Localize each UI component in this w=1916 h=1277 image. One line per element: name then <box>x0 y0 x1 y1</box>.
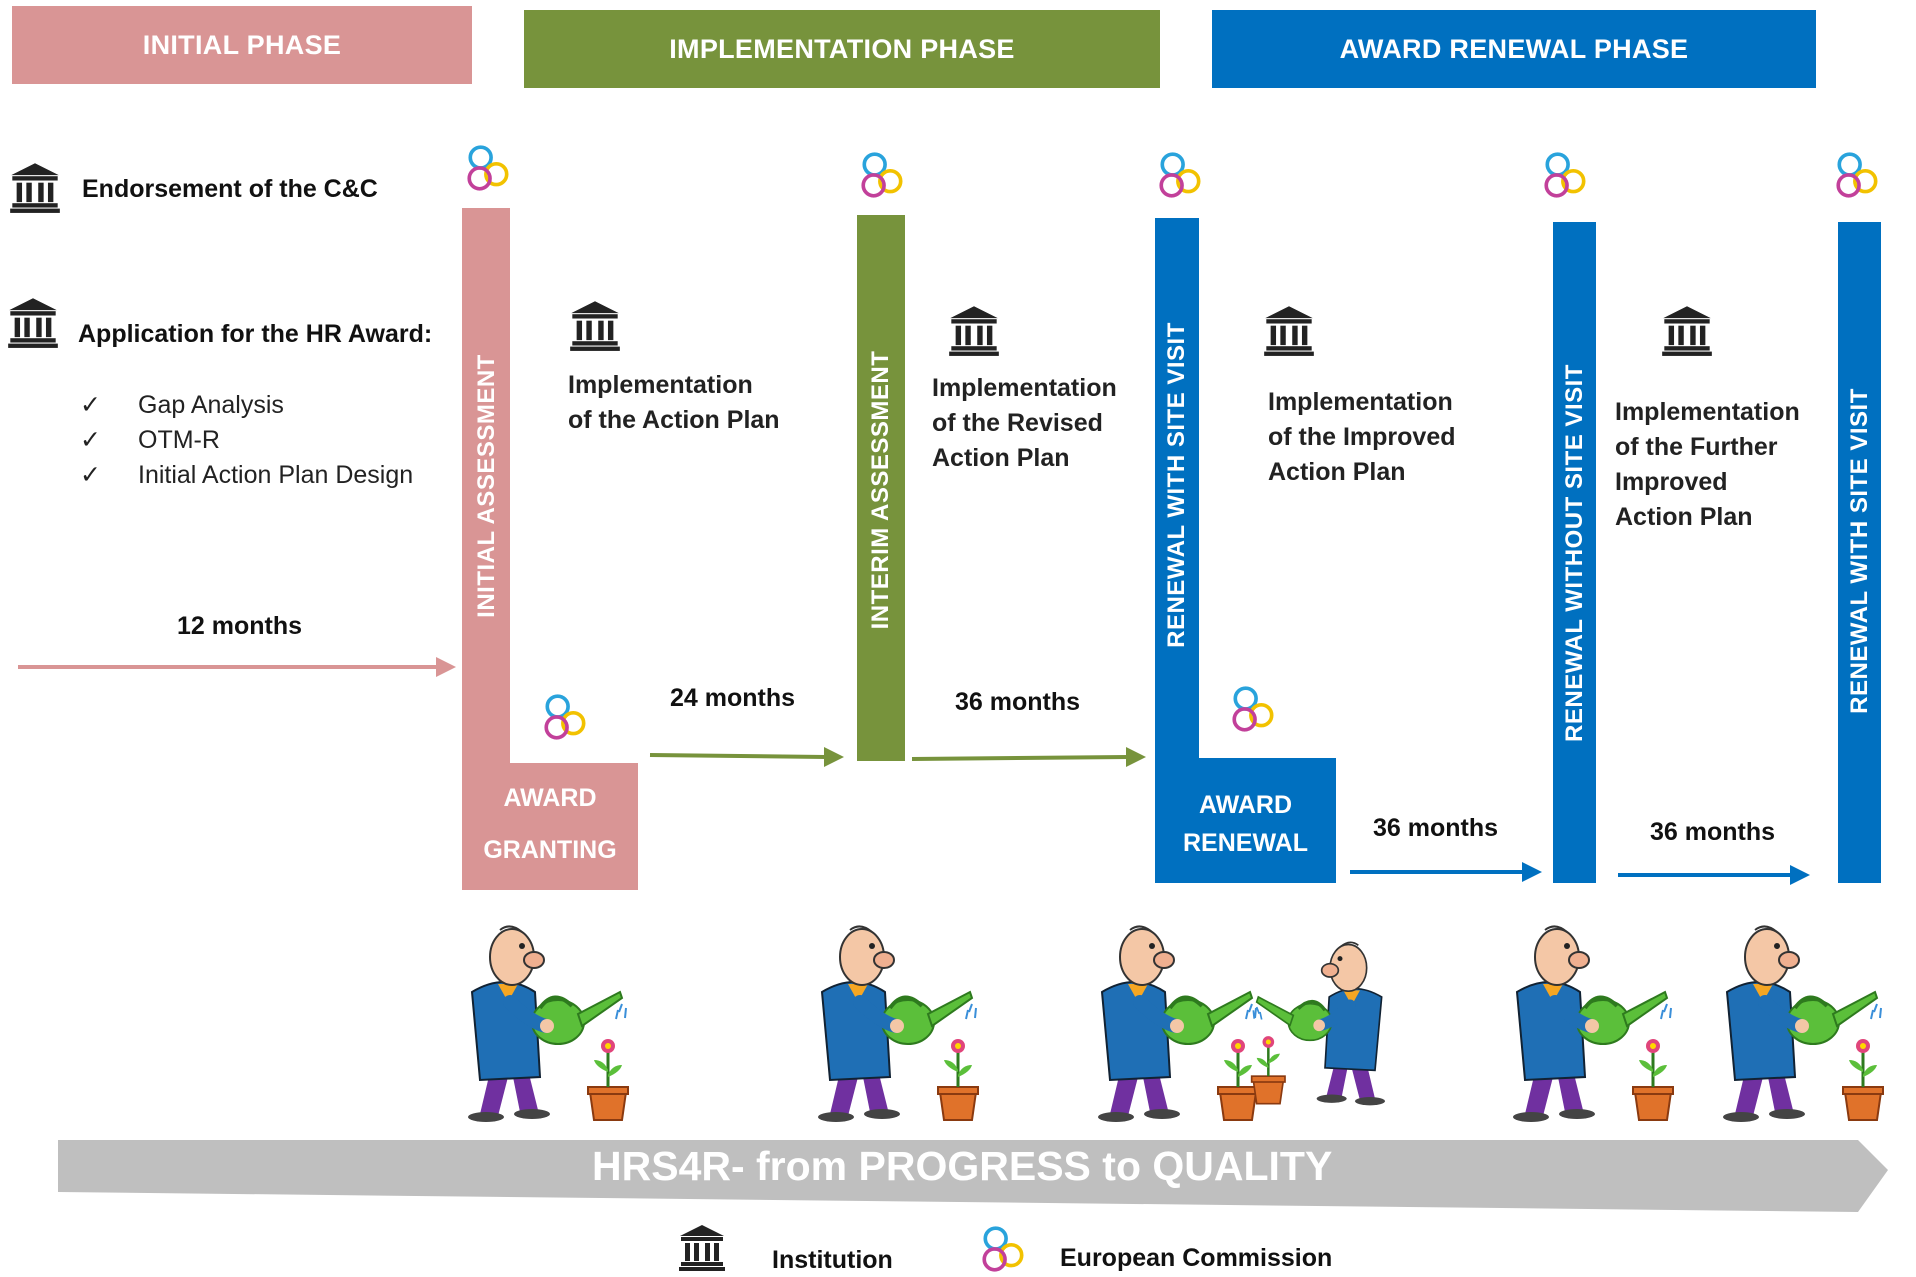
legend-commission-icon <box>978 1224 1030 1276</box>
phase-implementation-label: IMPLEMENTATION PHASE <box>669 33 1015 64</box>
duration-36-months: 36 months <box>955 688 1081 716</box>
check-icon: ✓ <box>80 391 101 419</box>
award-renewal-label-2: RENEWAL <box>1183 829 1308 857</box>
implementation-line: Action Plan <box>1268 458 1406 486</box>
gardener-illustration <box>1705 922 1885 1122</box>
implementation-line: Action Plan <box>932 444 1070 472</box>
arrow-24-months <box>649 747 844 767</box>
award-renewal-label-1: AWARD <box>1198 791 1293 819</box>
duration-24-months: 24 months <box>670 684 796 712</box>
renewal-site-visit-bar-2 <box>1838 222 1881 883</box>
phase-renewal-label: AWARD RENEWAL PHASE <box>1339 33 1689 64</box>
banner-arrow <box>58 1140 1888 1212</box>
gardener-illustration <box>450 922 630 1122</box>
checklist-item-label: Initial Action Plan Design <box>138 461 414 489</box>
duration-36-months: 36 months <box>1650 818 1776 846</box>
implementation-revised-plan: Implementation of the Revised Action Pla… <box>932 371 1117 476</box>
gardener-illustration <box>800 922 980 1122</box>
award-granting-label-1: AWARD <box>503 784 597 812</box>
award-granting-label-2: GRANTING <box>483 836 617 864</box>
renewal-without-site-visit-bar <box>1553 222 1596 883</box>
implementation-line: Implementation <box>1615 398 1800 426</box>
check-icon: ✓ <box>80 426 101 454</box>
implementation-line: Action Plan <box>1615 503 1753 531</box>
implementation-line: Implementation <box>1268 388 1453 416</box>
implementation-line: of the Action Plan <box>568 406 780 434</box>
implementation-line: Implementation <box>932 374 1117 402</box>
implementation-line: Implementation <box>568 371 753 399</box>
check-icon: ✓ <box>80 461 101 489</box>
gardener-illustration <box>1495 922 1675 1122</box>
duration-12-months: 12 months <box>177 612 303 640</box>
implementation-line: of the Revised <box>932 409 1103 437</box>
implementation-line: of the Further <box>1615 433 1778 461</box>
checklist-item-label: OTM-R <box>138 426 220 454</box>
gardener-illustration-green <box>1250 922 1400 1122</box>
legend-commission-label: European Commission <box>1060 1244 1333 1272</box>
implementation-line: of the Improved <box>1268 423 1456 451</box>
arrow-36-months-renewal-2 <box>1618 865 1810 885</box>
endorsement-text: Endorsement of the C&C <box>82 175 378 203</box>
implementation-further-plan: Implementation of the Further Improved A… <box>1615 395 1800 535</box>
application-text: Application for the HR Award: <box>78 320 433 348</box>
checklist-item: ✓ Gap Analysis <box>80 390 284 420</box>
gardener-illustration <box>1080 922 1260 1122</box>
implementation-action-plan: Implementation of the Action Plan <box>568 368 780 438</box>
phase-initial: INITIAL PHASE <box>12 6 472 84</box>
interim-assessment-bar <box>857 215 905 761</box>
award-renewal-box <box>1155 758 1336 883</box>
award-granting-box <box>462 763 638 890</box>
checklist-item: ✓ OTM-R <box>80 425 220 455</box>
implementation-line: Improved <box>1615 468 1728 496</box>
checklist-item-label: Gap Analysis <box>138 391 284 419</box>
phase-renewal: AWARD RENEWAL PHASE <box>1212 10 1816 88</box>
arrow-36-months-renewal <box>1350 862 1542 882</box>
legend-institution-label: Institution <box>772 1246 893 1274</box>
implementation-improved-plan: Implementation of the Improved Action Pl… <box>1268 385 1456 490</box>
arrow-12-months <box>18 657 456 677</box>
checklist-item: ✓ Initial Action Plan Design <box>80 460 413 490</box>
duration-36-months: 36 months <box>1373 814 1499 842</box>
arrow-36-months <box>911 747 1146 767</box>
legend-institution-icon <box>675 1222 729 1272</box>
phase-initial-label: INITIAL PHASE <box>142 29 342 60</box>
phase-implementation: IMPLEMENTATION PHASE <box>524 10 1160 88</box>
banner-text: HRS4R- from PROGRESS to QUALITY <box>592 1143 1333 1189</box>
